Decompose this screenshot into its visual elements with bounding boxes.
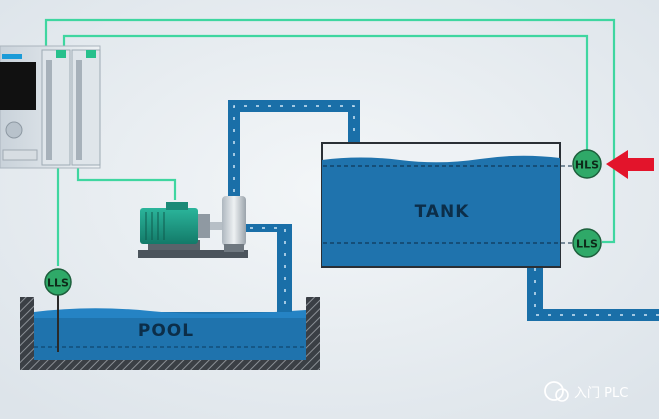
wire-tank-high xyxy=(62,34,589,150)
pool-water xyxy=(34,312,306,360)
tank: TANK xyxy=(321,142,574,268)
watermark-text: 入门 PLC xyxy=(574,386,628,401)
motor-icon xyxy=(140,208,198,244)
tank-high-level-label: HLS xyxy=(575,159,599,172)
pool: POOL xyxy=(20,297,320,370)
chat-bubble-icon xyxy=(544,381,564,401)
tank-label: TANK xyxy=(415,202,470,222)
tank-water xyxy=(322,155,560,266)
pool-label: POOL xyxy=(138,321,194,341)
plc-controller xyxy=(0,45,101,169)
pool-low-level-label: LLS xyxy=(47,277,69,290)
plc-display xyxy=(0,62,36,110)
watermark: 入门 PLC xyxy=(544,381,628,402)
tank-low-level-label: LLS xyxy=(576,238,598,251)
suction-pipe xyxy=(246,224,292,312)
tank-low-level-sensor[interactable]: LLS xyxy=(572,228,602,258)
plc-keypad-icon xyxy=(5,121,23,139)
tank-high-level-sensor[interactable]: HLS xyxy=(572,149,602,179)
pool-low-level-sensor[interactable]: LLS xyxy=(44,268,72,352)
signal-wires xyxy=(44,18,616,266)
wire-tank-low xyxy=(44,18,616,244)
outlet-pipe xyxy=(527,266,659,321)
arrow-left-icon xyxy=(606,150,654,179)
wire-motor xyxy=(76,165,177,200)
pump-icon xyxy=(222,196,246,246)
pump-base xyxy=(138,250,248,258)
motor-pump xyxy=(138,196,248,258)
